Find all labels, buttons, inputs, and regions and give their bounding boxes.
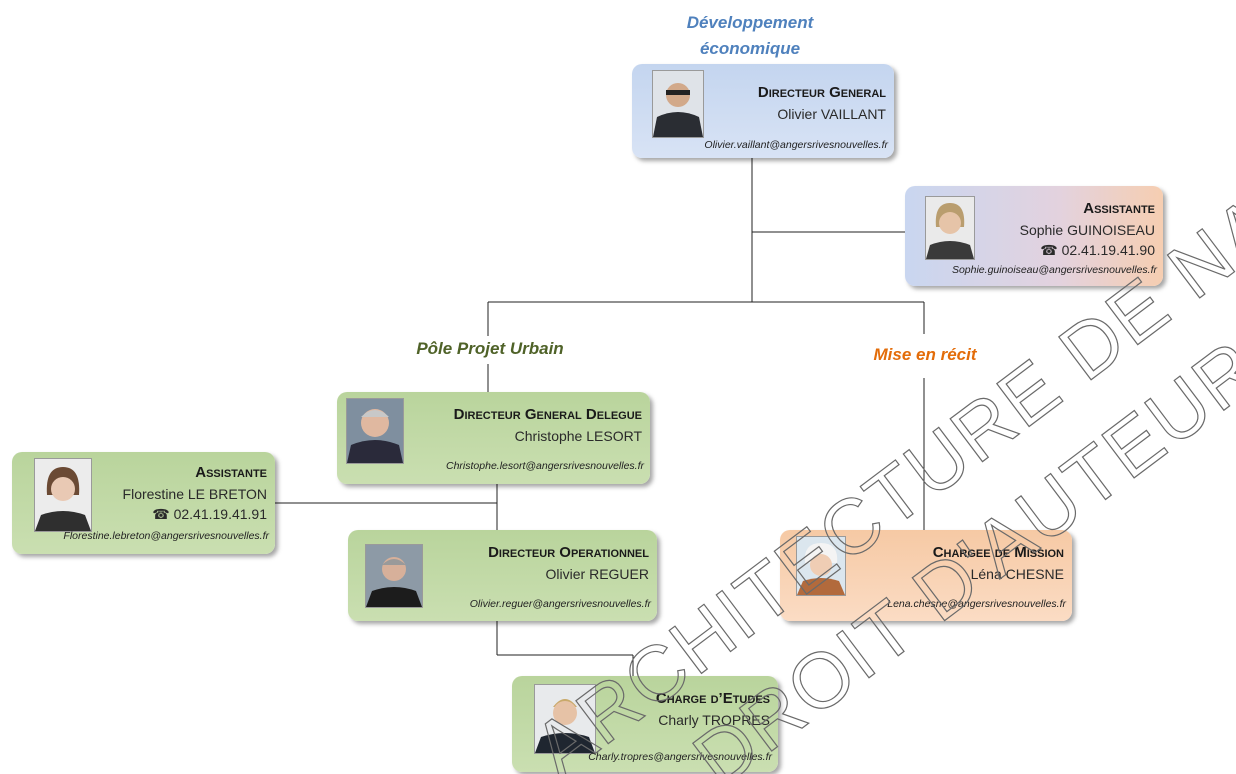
avatar [346,398,404,464]
section-developpement-economique: Développement économique [686,13,814,58]
card-assistante-dg: Assistante Sophie GUINOISEAU ☎ 02.41.19.… [905,186,1163,286]
role-title: Chargee de Mission [932,544,1064,561]
role-title: Directeur Operationnel [488,544,649,561]
card-directeur-general: Directeur General Olivier VAILLANT Olivi… [632,64,894,158]
email-link[interactable]: Lena.chesne@angersrivesnouvelles.fr [887,598,1066,610]
avatar [34,458,92,532]
phone-value: 02.41.19.41.90 [1061,242,1155,258]
phone-icon: ☎ [1040,242,1062,258]
person-name: Sophie GUINOISEAU [1019,222,1155,238]
phone-value: 02.41.19.41.91 [173,506,267,522]
email-link[interactable]: Sophie.guinoiseau@angersrivesnouvelles.f… [951,264,1157,276]
avatar [365,544,423,608]
role-title: Assistante [1083,200,1155,217]
person-name: Charly TROPRES [658,712,770,728]
person-name: Florestine LE BRETON [122,486,267,502]
card-charge-d-etudes: Charge d’Etudes Charly TROPRES Charly.tr… [512,676,778,772]
avatar [925,196,975,260]
person-name: Olivier VAILLANT [777,106,886,122]
phone-number: ☎ 02.41.19.41.91 [152,506,267,523]
section-pole-projet-urbain: Pôle Projet Urbain [416,339,564,358]
person-name: Léna CHESNE [970,566,1064,582]
phone-number: ☎ 02.41.19.41.90 [1040,242,1155,259]
section-mise-en-recit: Mise en récit [873,345,977,364]
email-link[interactable]: Olivier.vaillant@angersrivesnouvelles.fr [704,139,888,151]
role-title: Charge d’Etudes [655,690,770,707]
email-link[interactable]: Florestine.lebreton@angersrivesnouvelles… [63,530,269,542]
email-link[interactable]: Christophe.lesort@angersrivesnouvelles.f… [446,460,644,472]
card-assistante-dgd: Assistante Florestine LE BRETON ☎ 02.41.… [12,452,275,554]
card-directeur-operationnel: Directeur Operationnel Olivier REGUER Ol… [348,530,657,621]
avatar [796,536,846,596]
role-title: Assistante [195,464,267,481]
avatar [652,70,704,138]
email-link[interactable]: Charly.tropres@angersrivesnouvelles.fr [588,751,772,763]
card-directeur-general-delegue: Directeur General Delegue Christophe LES… [337,392,650,484]
phone-icon: ☎ [152,506,174,522]
email-link[interactable]: Olivier.reguer@angersrivesnouvelles.fr [469,598,651,610]
role-title: Directeur General [757,84,886,101]
avatar [534,684,596,754]
card-chargee-de-mission: Chargee de Mission Léna CHESNE Lena.ches… [780,530,1072,621]
role-title: Directeur General Delegue [453,406,642,423]
person-name: Christophe LESORT [514,428,642,444]
person-name: Olivier REGUER [545,566,649,582]
